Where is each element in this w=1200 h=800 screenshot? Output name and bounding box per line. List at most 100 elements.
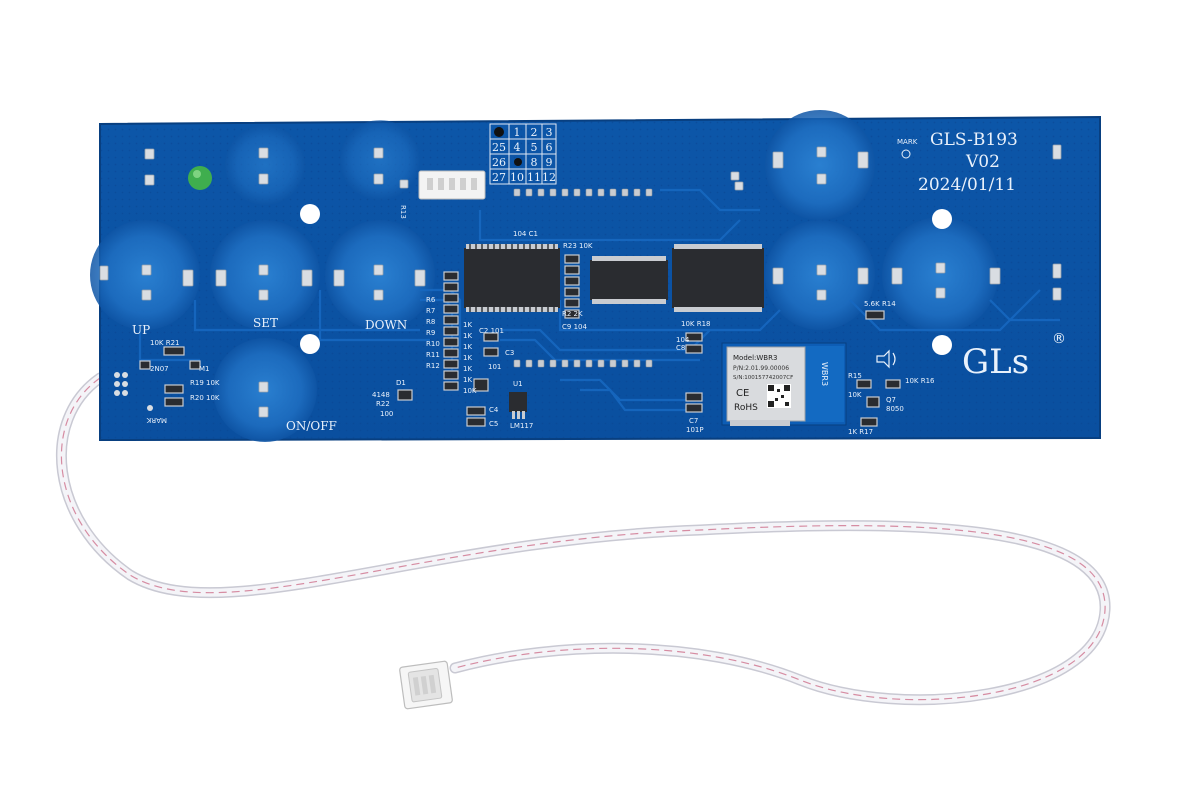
svg-text:101: 101 [488,363,501,371]
smd-components [139,310,901,427]
svg-text:M1: M1 [199,365,210,373]
pin-grid-number: 3 [546,126,553,139]
resistor-array [443,271,459,391]
svg-text:2N07: 2N07 [150,365,169,373]
svg-text:104: 104 [676,336,690,344]
resistor-value-label: 1K [463,332,472,340]
svg-text:4148: 4148 [372,391,390,399]
board-date-label: 2024/01/11 [918,175,1016,195]
svg-text:C9 104: C9 104 [562,323,587,331]
resistor-label: R8 [426,318,435,326]
svg-text:R19 10K: R19 10K [190,379,220,387]
pin-grid-number: 27 [492,171,506,184]
button-label-on-off: ON/OFF [286,419,337,433]
ic-chip-right [672,244,764,312]
mark-label: MARK [897,138,918,146]
pin-grid-number: 5 [531,141,538,154]
speaker-icon [876,349,896,369]
svg-text:R15: R15 [848,372,862,380]
edge-pads [114,372,153,411]
svg-text:5.6K R14: 5.6K R14 [864,300,896,308]
qr-code [767,384,791,408]
pin-grid-number: 6 [546,141,553,154]
resistor-value-label: 1K [463,376,472,384]
resistor-value-label: 1K [463,343,472,351]
module-rohs-label: RoHS [734,403,758,413]
resistor-value-label: 1K [463,321,472,329]
pin-grid-number: 10 [510,171,524,184]
button-label-set: SET [253,316,278,330]
component-labels: 104 C1 R23 10K R2 2K C9 104 C2 101 C3 10… [146,205,935,436]
pin-grid-number: 12 [542,171,556,184]
svg-text:R2 2K: R2 2K [562,310,583,318]
via-row-bottom [513,359,653,368]
resistor-label: R12 [426,362,440,370]
brand-logo: GLs [962,342,1029,382]
svg-text:U1: U1 [513,380,523,388]
pin-grid-number: 4 [514,141,521,154]
svg-text:C3: C3 [505,349,514,357]
ribbon-cable [55,372,1111,706]
svg-text:1K R17: 1K R17 [848,428,873,436]
board-model-label: GLS-B193 [930,130,1018,150]
resistor-label: R6 [426,296,436,304]
button-label-down: DOWN [365,318,407,332]
svg-text:100: 100 [380,410,393,418]
board-version-label: V02 [965,152,1000,172]
svg-text:LM117: LM117 [510,422,533,430]
pin-grid-number: 8 [531,156,538,169]
svg-text:8050: 8050 [886,405,904,413]
svg-text:Q7: Q7 [886,396,896,404]
svg-text:C2 101: C2 101 [479,327,504,335]
svg-text:104 C1: 104 C1 [513,230,538,238]
svg-text:R22: R22 [376,400,390,408]
resistor-value-label: 1K [463,365,472,373]
svg-text:R13: R13 [399,205,407,219]
svg-text:10K: 10K [848,391,862,399]
svg-text:10K R21: 10K R21 [150,339,180,347]
resistor-label: R10 [426,340,440,348]
registered-mark: ® [1052,331,1066,347]
svg-text:10K R16: 10K R16 [905,377,935,385]
svg-text:C5: C5 [489,420,498,428]
status-led [188,166,212,190]
contact-pads [99,144,1062,418]
resistor-array-center [564,254,580,319]
wifi-module: Model:WBR3 P/N:2.01.99.00006 S/N:1001577… [721,342,847,426]
svg-text:10K R18: 10K R18 [681,320,711,328]
resistor-label: R9 [426,329,435,337]
pin-grid-number: 9 [546,156,553,169]
mounting-holes [300,204,952,355]
svg-text:C4: C4 [489,406,499,414]
pin-grid-number: 2 [531,126,538,139]
ic-chip-left [464,244,560,312]
header-connector [418,170,486,200]
svg-text:R20 10K: R20 10K [190,394,220,402]
resistor-label: R7 [426,307,435,315]
pin-grid-number: 11 [527,171,541,184]
svg-text:D1: D1 [396,379,406,387]
module-model-label: Model:WBR3 [733,354,777,362]
module-sn-label: S/N:100157742007CF [733,375,793,381]
resistor-value-label: 1K [463,354,472,362]
svg-text:101P: 101P [686,426,704,434]
resistor-value-label: 10K [463,387,477,395]
mark-icon [901,149,911,159]
pin-grid-number: 25 [492,141,506,154]
ic-chip-middle [590,256,668,304]
svg-text:C7: C7 [689,417,698,425]
module-antenna-label: WBR3 [820,362,829,386]
svg-text:C8: C8 [676,344,685,352]
svg-text:MARK: MARK [146,416,167,424]
resistor-label: R11 [426,351,440,359]
cable-connector [399,660,453,710]
module-pn-label: P/N:2.01.99.00006 [733,365,789,372]
module-ce-label: CE [736,388,749,399]
regulator-u1 [509,392,527,419]
svg-text:R23 10K: R23 10K [563,242,593,250]
via-row-top [513,188,653,197]
pin-grid-number: 1 [514,126,521,139]
pin-grid-number: 26 [492,156,506,169]
